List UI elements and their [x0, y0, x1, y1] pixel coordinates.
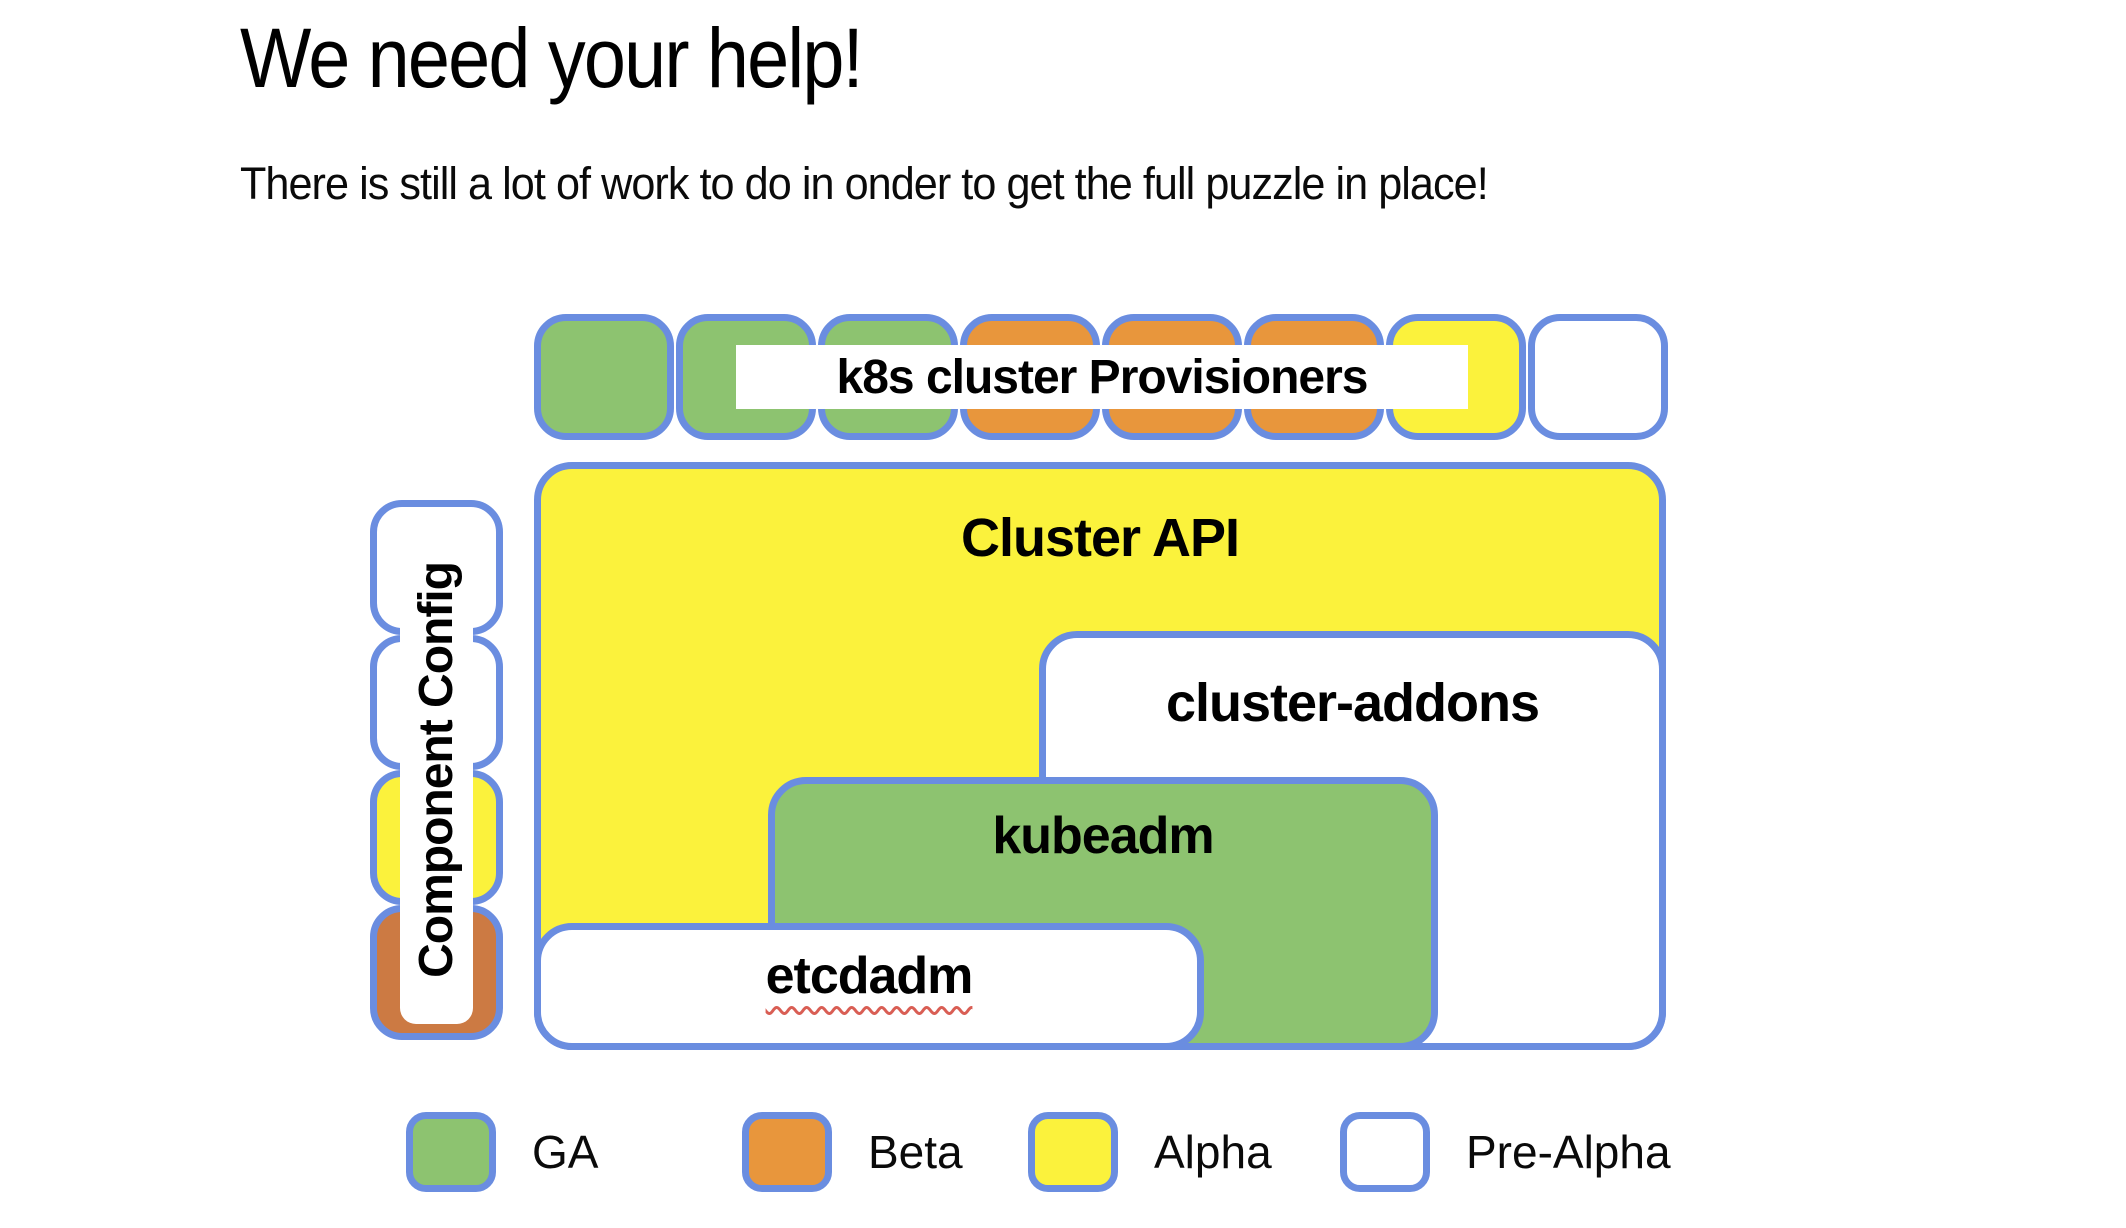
legend-label-beta: Beta — [868, 1126, 963, 1178]
legend-swatch-ga — [406, 1112, 496, 1192]
legend-swatch-beta — [742, 1112, 832, 1192]
legend-item-alpha: Alpha — [1028, 1112, 1272, 1192]
legend-label-alpha: Alpha — [1154, 1126, 1272, 1178]
legend-item-beta: Beta — [742, 1112, 963, 1192]
slide-title: We need your help! — [240, 11, 864, 105]
kubeadm-label: kubeadm — [992, 807, 1214, 865]
legend-item-ga: GA — [406, 1112, 598, 1192]
legend-swatch-pre-alpha — [1340, 1112, 1430, 1192]
legend-label-pre-alpha: Pre-Alpha — [1466, 1126, 1671, 1178]
component-config-text: Component Config — [410, 562, 463, 978]
etcdadm-box: etcdadm — [534, 923, 1204, 1050]
legend-swatch-alpha — [1028, 1112, 1118, 1192]
provisioners-label: k8s cluster Provisioners — [736, 345, 1468, 409]
cluster-addons-label: cluster-addons — [1165, 673, 1540, 733]
etcdadm-label-wrap: etcdadm — [541, 946, 1197, 1006]
legend-item-pre-alpha: Pre-Alpha — [1340, 1112, 1671, 1192]
legend-label-ga: GA — [532, 1126, 599, 1178]
cluster-api-label: Cluster API — [960, 508, 1240, 568]
provisioner-piece-pre-alpha — [1528, 314, 1668, 440]
provisioners-label-text: k8s cluster Provisioners — [836, 350, 1369, 404]
component-config-label: Component Config — [400, 516, 473, 1024]
legend: GA Beta Alpha Pre-Alpha — [0, 1112, 2126, 1202]
slide-subtitle: There is still a lot of work to do in on… — [240, 158, 1489, 209]
etcdadm-label: etcdadm — [765, 947, 974, 1005]
provisioner-piece-ga — [534, 314, 674, 440]
